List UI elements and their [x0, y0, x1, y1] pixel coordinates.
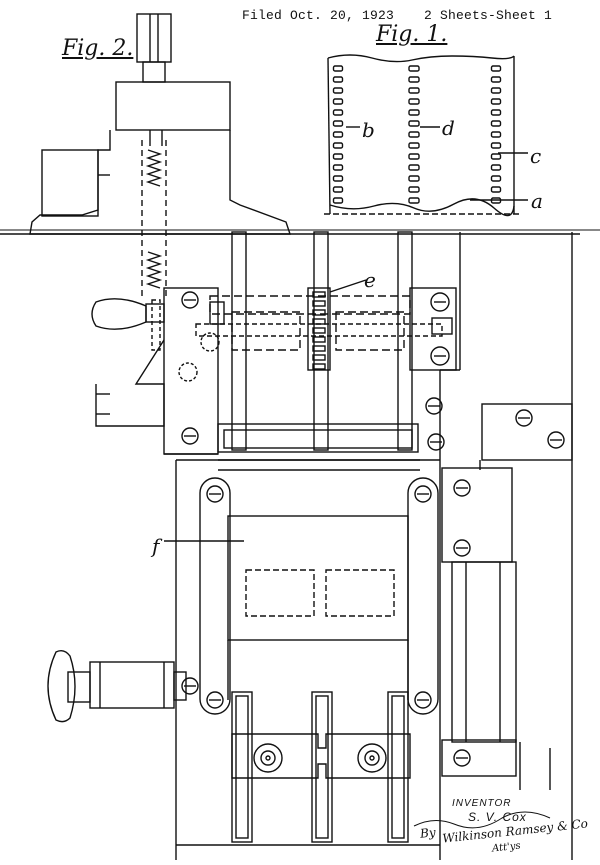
film-perforation: [332, 186, 344, 193]
film-perforation: [490, 76, 502, 83]
sprocket-tooth: [312, 309, 326, 316]
sheet-count: 2 Sheets-Sheet 1: [424, 8, 553, 23]
sprocket-tooth: [312, 291, 326, 298]
film-perforation: [332, 153, 344, 160]
film-perforation: [332, 197, 344, 204]
film-perforation: [332, 175, 344, 182]
gate-plate-drawing: [164, 477, 439, 715]
filing-date: Filed Oct. 20, 1923: [242, 8, 395, 23]
ref-a: a: [531, 189, 543, 213]
film-perforation: [490, 131, 502, 138]
sprocket-tooth: [312, 327, 326, 334]
film-perforation: [332, 109, 344, 116]
film-perforation: [490, 164, 502, 171]
film-perforation: [332, 87, 344, 94]
film-perforation: [490, 109, 502, 116]
film-perforation: [490, 186, 502, 193]
film-perforation: [332, 131, 344, 138]
film-perforation: [490, 65, 502, 72]
film-perforation: [332, 164, 344, 171]
film-perforation: [408, 186, 420, 193]
film-perforation: [408, 98, 420, 105]
film-perforation: [408, 142, 420, 149]
film-perforation: [490, 142, 502, 149]
ref-e: e: [364, 268, 376, 292]
plunger-spring-drawing: [141, 140, 167, 351]
film-perforation: [332, 120, 344, 127]
film-guide-drawing: [176, 691, 440, 846]
film-perforation: [408, 153, 420, 160]
fig-2-label: Fig. 2.: [62, 36, 134, 61]
film-perforation: [408, 65, 420, 72]
film-perforation: [408, 164, 420, 171]
lower-right-guides-drawing: [519, 742, 551, 790]
film-perforation: [408, 175, 420, 182]
fig-1-label: Fig. 1.: [376, 22, 448, 47]
film-perforation: [490, 87, 502, 94]
sprocket-shaft-drawing: [195, 231, 457, 471]
sprocket-tooth: [312, 300, 326, 307]
film-perforation: [408, 197, 420, 204]
frame-screws-drawing: [425, 397, 445, 451]
film-perforation: [332, 65, 344, 72]
sprocket-tooth: [312, 318, 326, 325]
lever-bracket-drawing: [91, 287, 225, 455]
side-carriage-drawing: [441, 403, 573, 777]
inventor-name: S. V. Cox: [468, 810, 527, 824]
film-perforation: [408, 87, 420, 94]
clamp-screw-drawing: [115, 13, 231, 146]
film-perforation: [408, 120, 420, 127]
film-perforation: [408, 131, 420, 138]
film-perforation: [490, 98, 502, 105]
film-perforation: [408, 76, 420, 83]
film-perforation: [332, 142, 344, 149]
film-perforation: [490, 153, 502, 160]
film-perforation: [408, 109, 420, 116]
film-perforation: [490, 120, 502, 127]
ref-f: f: [152, 534, 160, 558]
film-perforation: [332, 76, 344, 83]
signature-flourish: [413, 811, 551, 829]
ref-d: d: [442, 116, 455, 140]
film-strip-drawing: [324, 54, 528, 217]
ref-c: c: [530, 144, 542, 168]
sprocket-tooth: [312, 363, 326, 370]
adjusting-knob-drawing: [47, 649, 199, 723]
base-housing-drawing: [0, 130, 600, 235]
ref-b: b: [362, 118, 375, 142]
inventor-label: INVENTOR: [452, 798, 512, 809]
sprocket-tooth: [312, 345, 326, 352]
film-perforation: [332, 98, 344, 105]
sprocket-tooth: [312, 354, 326, 361]
sprocket-tooth: [312, 336, 326, 343]
film-perforation: [490, 175, 502, 182]
